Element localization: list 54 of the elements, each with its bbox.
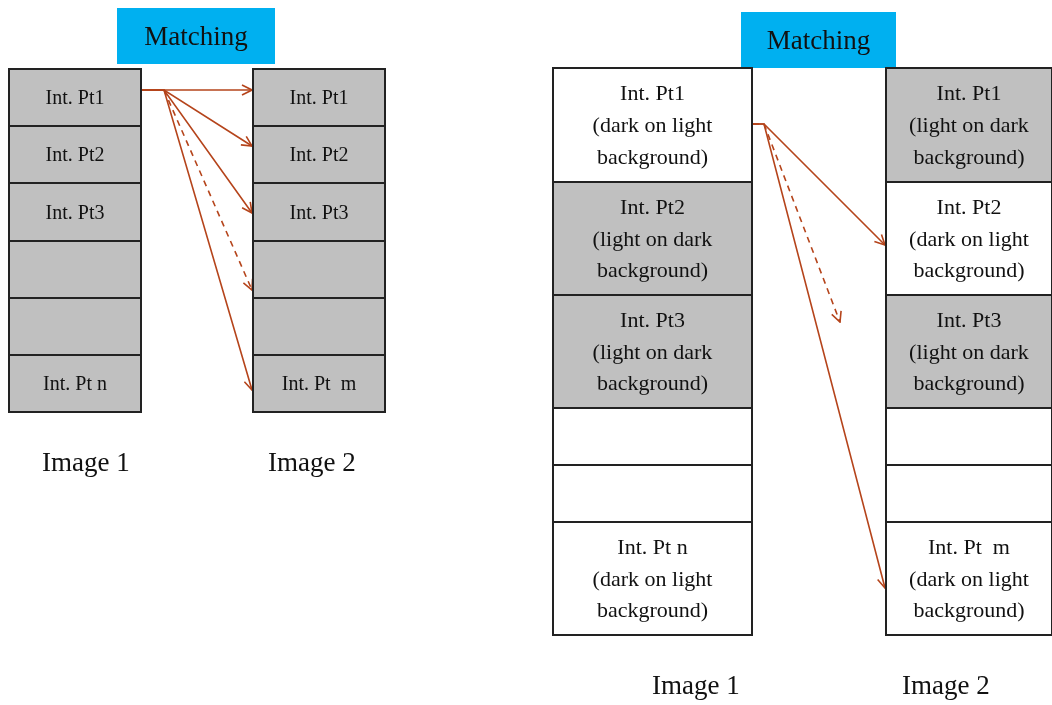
image-caption: Image 1 [42,447,130,478]
empty-cell [885,464,1052,523]
empty-cell [252,297,386,356]
point-description: (light on dark background) [591,337,714,398]
point-cell [8,182,142,242]
point-cell [8,125,142,184]
point-label: Int. Pt1 [45,85,105,110]
point-description: (light on dark background) [591,224,714,285]
point-label: Int. Pt m [928,532,1010,561]
point-label: Int. Pt3 [45,199,105,225]
image-caption: Image 2 [268,447,356,478]
point-description: (light on dark background) [908,337,1030,398]
point-cell [885,521,1052,636]
point-cell [252,125,386,184]
point-label: Int. Pt2 [289,142,349,167]
image-caption: Image 2 [902,670,990,701]
empty-cell [8,240,142,299]
image-caption: Image 1 [652,670,740,701]
point-cell [885,181,1052,296]
point-label: Int. Pt3 [289,199,349,225]
empty-cell [552,407,753,466]
point-cell [8,68,142,127]
empty-cell [885,407,1052,466]
point-label: Int. Pt1 [936,79,1002,108]
point-label: Int. Pt3 [620,305,685,334]
point-label: Int. Pt n [617,532,688,561]
point-label: Int. Pt n [43,371,107,396]
point-cell [8,354,142,413]
point-cell [552,294,753,409]
point-label: Int. Pt2 [936,192,1002,221]
point-description: (dark on light background) [908,564,1030,625]
point-description: (dark on light background) [908,224,1030,285]
point-label: Int. Pt3 [936,305,1002,334]
empty-cell [8,297,142,356]
point-label: Int. Pt m [281,371,357,396]
empty-cell [552,464,753,523]
point-cell [885,294,1052,409]
point-cell [885,67,1052,183]
point-description: (dark on light background) [591,564,714,625]
point-cell [252,354,386,413]
point-cell [252,68,386,127]
point-label: Int. Pt2 [45,142,105,167]
point-cell [552,521,753,636]
point-description: (dark on light background) [591,111,714,171]
point-description: (light on dark background) [908,111,1030,171]
point-cell [252,182,386,242]
point-label: Int. Pt1 [620,79,685,108]
point-label: Int. Pt1 [289,85,349,110]
point-label: Int. Pt2 [620,192,685,221]
empty-cell [252,240,386,299]
label-box: Matching [741,12,896,68]
point-cell [552,67,753,183]
label-box: Matching [117,8,275,64]
point-cell [552,181,753,296]
